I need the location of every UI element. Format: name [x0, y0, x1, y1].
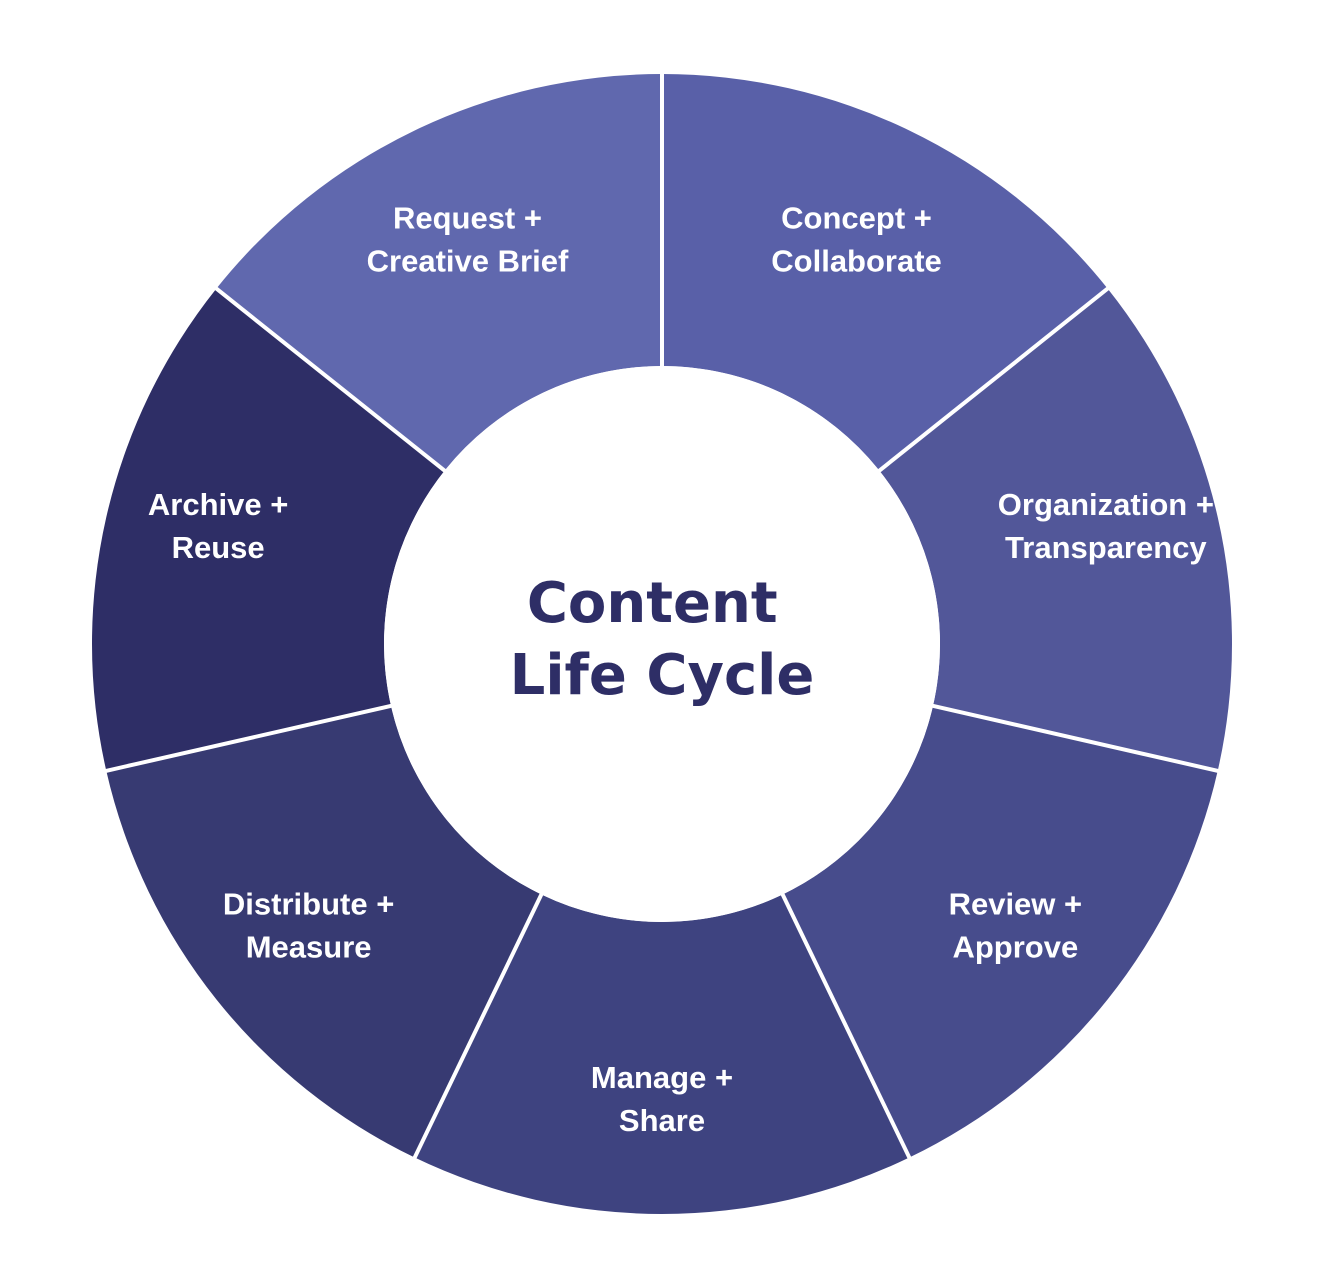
segment-organization-transparency	[879, 288, 1232, 771]
wheel-segments	[92, 74, 1232, 1214]
segment-archive-reuse	[92, 288, 445, 771]
segment-label-request-creative-brief: Request + Creative Brief	[367, 201, 569, 279]
segment-label-line: Transparency	[1005, 530, 1207, 565]
segment-label-line: Request +	[393, 201, 542, 236]
center-title-line-1: Content	[527, 571, 778, 636]
segment-review-approve	[782, 705, 1218, 1158]
segment-label-line: Collaborate	[771, 244, 942, 279]
segment-label-organization-transparency: Organization + Transparency	[998, 487, 1214, 565]
segment-label-distribute-measure: Distribute + Measure	[223, 886, 394, 964]
segment-label-manage-share: Manage + Share	[591, 1060, 733, 1138]
segment-label-line: Measure	[246, 929, 372, 964]
divider-line	[103, 703, 394, 774]
segment-label-line: Distribute +	[223, 886, 394, 921]
center-title-line-2: Life Cycle	[510, 643, 815, 708]
segment-label-line: Creative Brief	[367, 244, 569, 279]
segment-distribute-measure	[106, 705, 542, 1158]
segment-label-line: Manage +	[591, 1060, 733, 1095]
segment-label-line: Approve	[952, 929, 1078, 964]
segment-label-line: Archive +	[148, 487, 288, 522]
center-hub	[384, 366, 940, 922]
segment-label-line: Organization +	[998, 487, 1214, 522]
segment-label-line: Review +	[949, 886, 1083, 921]
divider-line	[779, 891, 912, 1161]
center-title: Content Life Cycle	[510, 571, 815, 708]
segment-label-line: Share	[619, 1103, 705, 1138]
segment-label-line: Reuse	[172, 530, 265, 565]
divider-line	[213, 285, 448, 474]
divider-line	[412, 891, 545, 1161]
segment-label-review-approve: Review + Approve	[949, 886, 1083, 964]
divider-line	[876, 285, 1111, 474]
segment-request-creative-brief	[216, 74, 662, 471]
divider-line	[930, 703, 1221, 774]
segment-label-concept-collaborate: Concept + Collaborate	[771, 201, 942, 279]
segment-concept-collaborate	[662, 74, 1108, 471]
segment-manage-share	[414, 894, 910, 1214]
segment-dividers	[103, 72, 1221, 1161]
segment-label-line: Concept +	[781, 201, 932, 236]
segment-label-archive-reuse: Archive + Reuse	[148, 487, 288, 565]
